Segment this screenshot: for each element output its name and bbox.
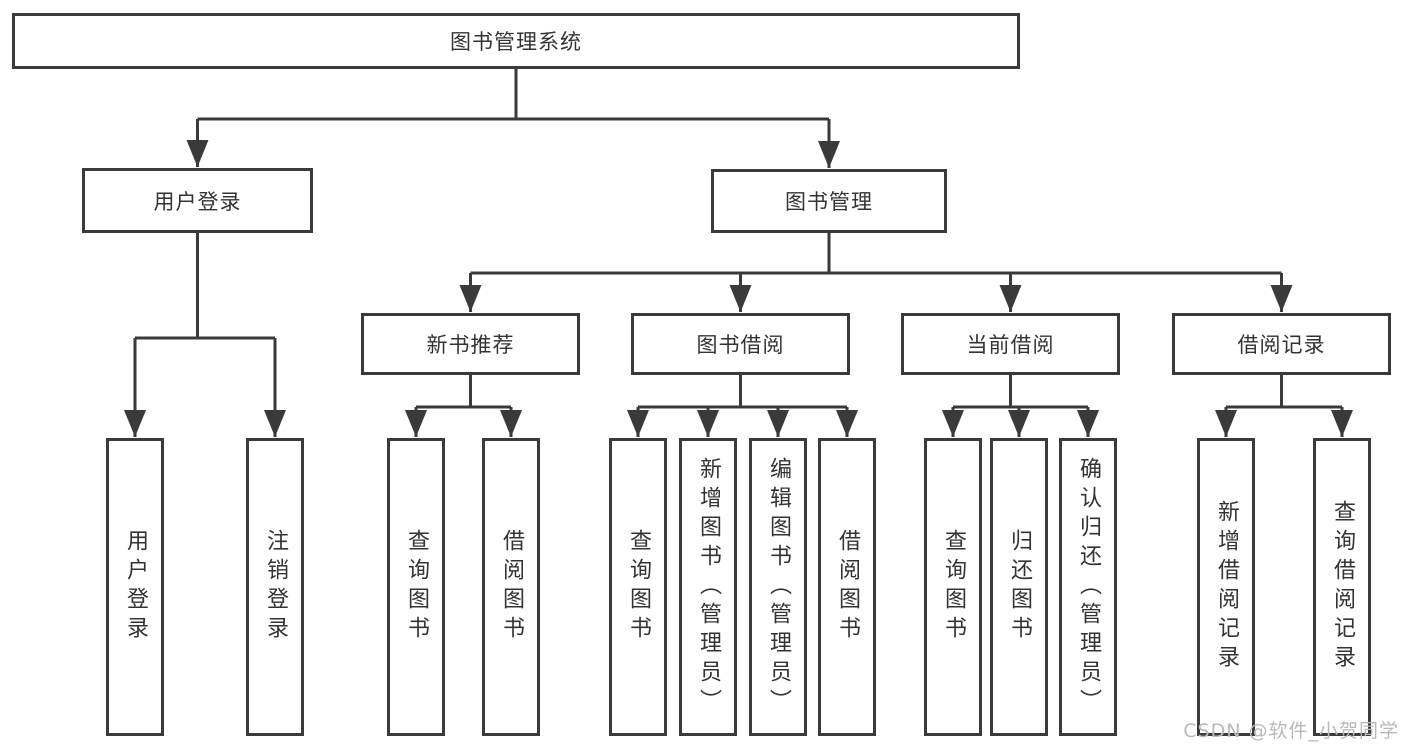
node-user-login: 用户登录 [82, 168, 313, 233]
node-current-borrow: 当前借阅 [901, 313, 1120, 375]
arrowhead [999, 285, 1022, 312]
arrowhead [627, 410, 649, 437]
node-label: 查询借阅记录 [1330, 500, 1355, 674]
arrowhead [1270, 285, 1293, 312]
node-label: 编辑图书（管理员） [766, 456, 791, 718]
node-borrow-records: 借阅记录 [1172, 313, 1391, 375]
node-label: 用户登录 [153, 189, 242, 214]
node-leaf-borrow-books-recommend: 借阅图书 [482, 438, 540, 736]
node-label: 图书借阅 [696, 333, 785, 357]
arrowhead [1215, 410, 1237, 437]
node-new-book-recommend: 新书推荐 [361, 313, 580, 375]
arrowhead [1077, 410, 1099, 437]
node-label: 新增图书（管理员） [696, 456, 721, 718]
csdn-watermark: CSDN @软件_小贺同学 [1183, 720, 1399, 742]
node-leaf-return-books: 归还图书 [990, 438, 1048, 736]
node-label: 借阅图书 [499, 529, 524, 645]
node-label: 查询图书 [404, 529, 429, 645]
arrowheads [124, 140, 1353, 437]
arrowhead [697, 410, 719, 437]
node-leaf-logout: 注销登录 [246, 438, 304, 736]
arrowhead [459, 285, 482, 312]
arrowhead [729, 285, 752, 312]
arrowhead [124, 410, 146, 437]
node-leaf-user-login: 用户登录 [106, 438, 164, 736]
node-label: 查询图书 [626, 529, 651, 645]
node-leaf-query-books-current: 查询图书 [924, 438, 982, 736]
node-label: 注销登录 [263, 529, 288, 645]
node-leaf-confirm-return-admin: 确认归还（管理员） [1059, 438, 1117, 736]
node-label: 用户登录 [123, 529, 148, 645]
node-label: 图书管理 [785, 190, 873, 214]
arrowhead [767, 410, 789, 437]
node-leaf-query-borrow-record: 查询借阅记录 [1313, 438, 1371, 736]
arrowhead [836, 410, 858, 437]
node-leaf-add-books-admin: 新增图书（管理员） [679, 438, 737, 736]
node-leaf-query-books-borrow: 查询图书 [609, 438, 667, 736]
node-leaf-query-books-recommend: 查询图书 [387, 438, 445, 736]
node-book-borrow: 图书借阅 [631, 313, 850, 375]
node-label: 新增借阅记录 [1214, 500, 1239, 674]
node-label: 查询图书 [941, 529, 966, 645]
connector-paths [133, 68, 1344, 437]
arrowhead [942, 410, 964, 437]
arrowhead [264, 410, 286, 437]
node-leaf-add-borrow-record: 新增借阅记录 [1197, 438, 1255, 736]
arrowhead [1008, 410, 1030, 437]
node-label: 借阅记录 [1237, 333, 1326, 357]
node-leaf-borrow-books: 借阅图书 [818, 438, 876, 736]
node-label: 当前借阅 [966, 333, 1055, 357]
arrowhead [405, 410, 427, 437]
arrowhead [1331, 410, 1353, 437]
node-label: 新书推荐 [426, 333, 515, 357]
node-label: 图书管理系统 [450, 30, 582, 54]
node-label: 确认归还（管理员） [1076, 456, 1101, 718]
node-system-root: 图书管理系统 [12, 13, 1020, 69]
node-book-management: 图书管理 [711, 169, 947, 233]
arrowhead [818, 141, 840, 168]
arrowhead [500, 410, 522, 437]
node-label: 归还图书 [1007, 529, 1032, 645]
node-leaf-edit-books-admin: 编辑图书（管理员） [749, 438, 807, 736]
arrowhead [186, 140, 209, 167]
node-label: 借阅图书 [835, 529, 860, 645]
